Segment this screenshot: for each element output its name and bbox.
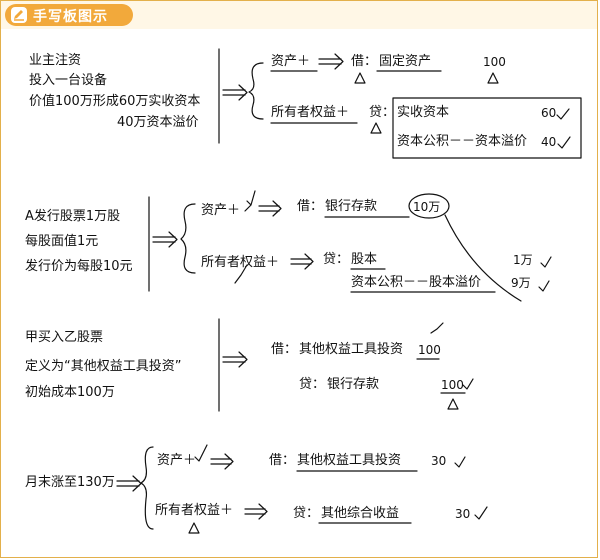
s3-credit-amount: 100 bbox=[441, 378, 464, 392]
pencil-edit-icon bbox=[11, 7, 27, 23]
page-title: 手写板图示 bbox=[33, 9, 108, 25]
s2-credit2-account: 资本公积－－股本溢价 bbox=[351, 275, 482, 290]
s4-credit-check-icon bbox=[474, 506, 488, 520]
s4-credit-label: 贷： bbox=[293, 506, 320, 521]
s2-left-line-1: A发行股票1万股 bbox=[25, 209, 121, 224]
s1-left-line-3: 价值100万形成60万实收资本 bbox=[29, 94, 201, 109]
s1-credit-delta-icon bbox=[370, 122, 382, 134]
s1-amount-delta-icon bbox=[487, 72, 499, 84]
s2-amount-circle bbox=[408, 193, 450, 219]
s4-debit-account: 其他权益工具投资 bbox=[297, 453, 402, 468]
s4-debit-check-icon bbox=[454, 456, 466, 468]
s3-debit-check-icon bbox=[430, 322, 444, 334]
s2-equity-arrow-icon bbox=[290, 253, 314, 270]
s3-debit-label: 借： bbox=[271, 342, 298, 357]
s2-asset-label: 资产＋ bbox=[201, 203, 241, 218]
s1-credit2-account: 资本公积－－资本溢价 bbox=[397, 134, 528, 149]
s4-credit-amount: 30 bbox=[455, 507, 471, 521]
s2-long-stroke bbox=[444, 214, 522, 302]
s1-brace bbox=[248, 62, 264, 120]
s3-double-arrow-icon bbox=[222, 351, 248, 368]
s1-debit-amount: 100 bbox=[483, 55, 506, 69]
s1-credit1-account: 实收资本 bbox=[397, 105, 450, 120]
s1-left-line-4: 40万资本溢价 bbox=[117, 115, 199, 130]
s2-credit1-amount: 1万 bbox=[513, 253, 533, 267]
s1-delta-icon bbox=[354, 72, 366, 84]
s2-equity-check-icon bbox=[234, 264, 248, 284]
s1-asset-label: 资产＋ bbox=[271, 54, 311, 69]
s1-debit-label: 借： bbox=[351, 54, 378, 69]
s3-debit-amount: 100 bbox=[418, 343, 441, 357]
s3-credit-check-icon bbox=[462, 378, 474, 390]
s1-credit2-amount: 40 bbox=[541, 135, 557, 149]
s1-left-line-2: 投入一台设备 bbox=[29, 73, 108, 88]
s2-equity-label: 所有者权益＋ bbox=[201, 255, 280, 270]
s2-credit1-account: 股本 bbox=[351, 252, 378, 267]
s4-debit-amount: 30 bbox=[431, 454, 447, 468]
s2-left-line-3: 发行价为每股10元 bbox=[25, 259, 133, 274]
s2-asset-check-icon bbox=[244, 190, 256, 212]
s2-check-1-icon bbox=[540, 256, 552, 268]
s2-brace bbox=[180, 203, 196, 274]
s2-asset-arrow-icon bbox=[258, 200, 282, 217]
s3-credit-account: 银行存款 bbox=[327, 377, 380, 392]
s2-credit2-amount: 9万 bbox=[511, 276, 531, 290]
s1-asset-arrow-icon bbox=[318, 53, 344, 70]
s2-debit-amount: 10万 bbox=[413, 200, 441, 214]
title-badge: 手写板图示 bbox=[5, 4, 133, 26]
s3-left-line-2: 定义为“其他权益工具投资” bbox=[25, 359, 182, 374]
s2-credit-label: 贷： bbox=[323, 252, 350, 267]
s3-left-line-1: 甲买入乙股票 bbox=[25, 330, 104, 345]
s4-credit-account: 其他综合收益 bbox=[321, 506, 400, 521]
s1-double-arrow-icon bbox=[222, 84, 248, 101]
s4-double-arrow-icon bbox=[116, 475, 142, 492]
s3-debit-account: 其他权益工具投资 bbox=[299, 342, 404, 357]
s1-left-line-1: 业主注资 bbox=[29, 53, 82, 68]
s1-check-1-icon bbox=[556, 108, 570, 120]
title-bar: 手写板图示 bbox=[1, 1, 597, 29]
s4-delta-icon bbox=[188, 522, 200, 534]
s2-check-2-icon bbox=[538, 280, 550, 292]
s2-debit-label: 借： bbox=[297, 199, 324, 214]
s1-check-2-icon bbox=[557, 136, 571, 149]
s4-asset-check-icon bbox=[194, 444, 208, 462]
s2-debit-account: 银行存款 bbox=[325, 199, 378, 214]
s3-credit-label: 贷： bbox=[299, 377, 326, 392]
s1-credit1-amount: 60 bbox=[541, 106, 557, 120]
s1-credit-label: 贷： bbox=[369, 105, 396, 120]
s2-double-arrow-icon bbox=[152, 231, 178, 248]
s3-delta-icon bbox=[447, 398, 459, 410]
s1-equity-label: 所有者权益＋ bbox=[271, 105, 350, 120]
s4-equity-label: 所有者权益＋ bbox=[155, 503, 234, 518]
s4-equity-arrow-icon bbox=[244, 503, 268, 520]
s4-left-line: 月末涨至130万 bbox=[25, 475, 115, 490]
s4-asset-label: 资产＋ bbox=[157, 453, 197, 468]
s1-debit-account: 固定资产 bbox=[379, 54, 432, 69]
s1-credit-box bbox=[392, 97, 582, 159]
s4-debit-label: 借： bbox=[269, 453, 296, 468]
s4-brace bbox=[140, 446, 154, 530]
s3-left-line-3: 初始成本100万 bbox=[25, 385, 115, 400]
s2-left-line-2: 每股面值1元 bbox=[25, 234, 99, 249]
s4-asset-arrow-icon bbox=[210, 453, 234, 470]
